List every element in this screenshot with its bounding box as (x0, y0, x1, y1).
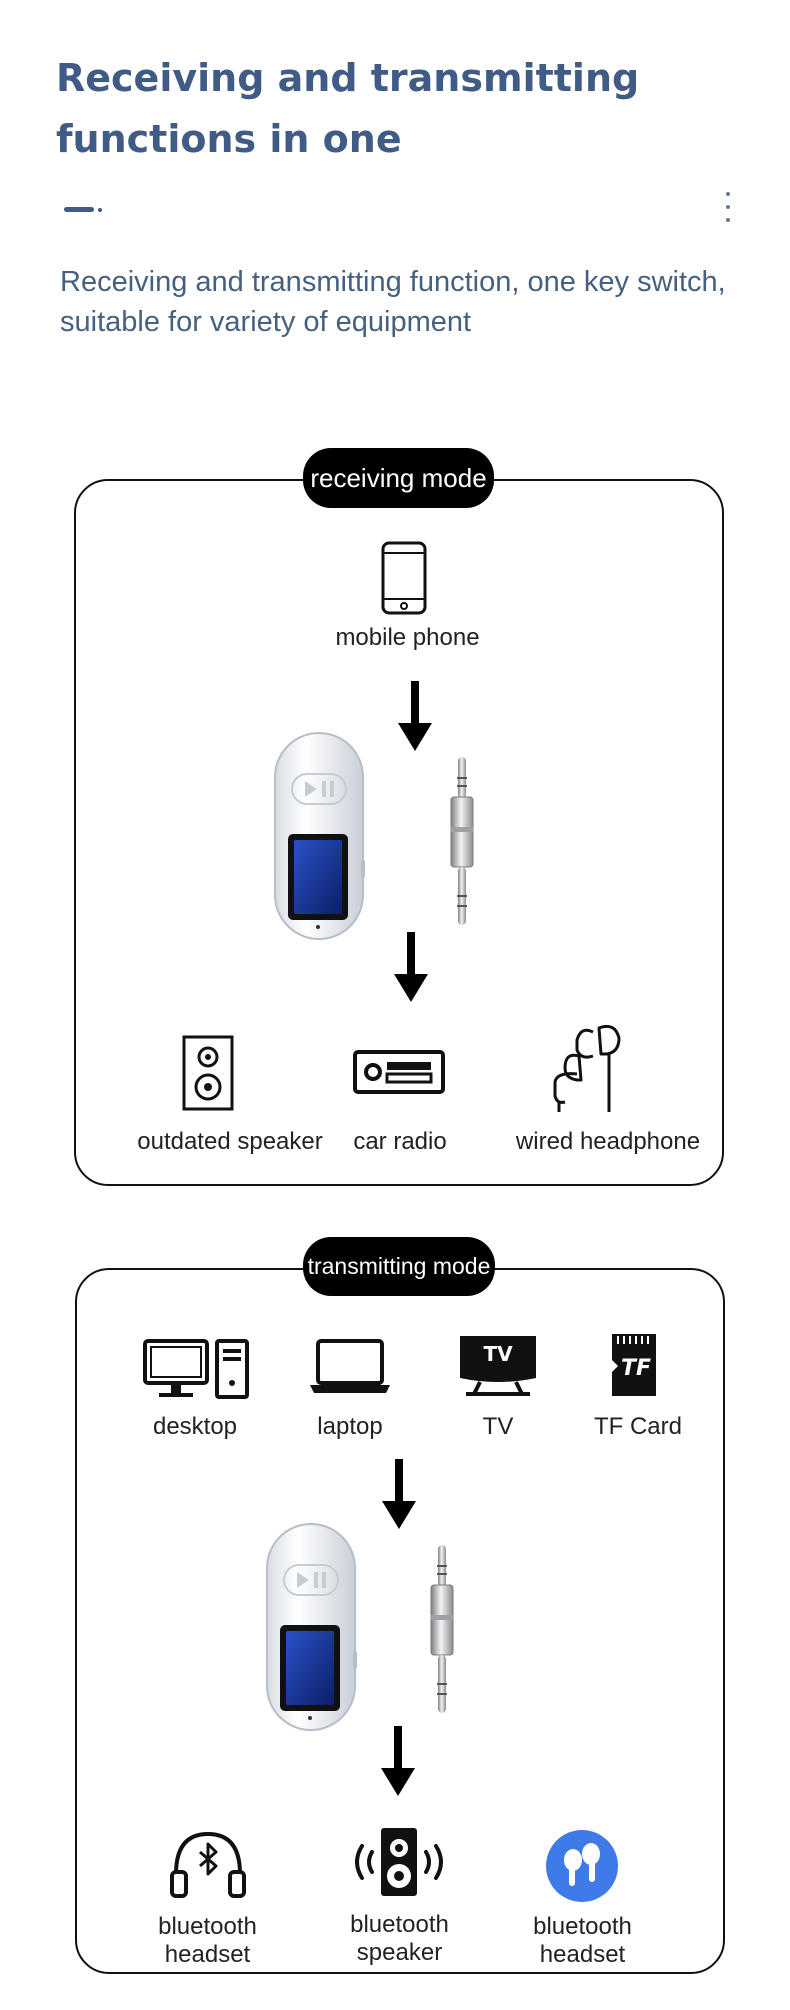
title-accent-dot (98, 208, 102, 212)
bluetooth-headset-label-1: bluetooth headset (130, 1913, 285, 1969)
page-subtitle: Receiving and transmitting function, one… (60, 266, 726, 338)
car-radio-label: car radio (353, 1128, 447, 1155)
bluetooth-speaker-icon (354, 1826, 444, 1898)
receiving-mode-badge: receiving mode (303, 448, 494, 508)
mobile-phone-label: mobile phone (335, 624, 480, 651)
title-line-2: functions in one (56, 117, 402, 161)
wired-headphone-icon (549, 1024, 625, 1114)
down-arrow-icon (394, 932, 428, 1002)
tf-card-label: TF Card (593, 1413, 682, 1440)
laptop-label: laptop (317, 1413, 383, 1440)
tv-badge: TV (483, 1342, 513, 1366)
down-arrow-icon (398, 681, 432, 751)
tf-card-icon (610, 1332, 658, 1398)
label-line: bluetooth (350, 1911, 449, 1938)
bluetooth-headset-label-2: bluetooth headset (505, 1913, 660, 1969)
more-options-icon[interactable] (722, 192, 734, 222)
down-arrow-icon (381, 1726, 415, 1796)
transmitting-mode-badge: transmitting mode (303, 1237, 495, 1296)
car-radio-icon (353, 1050, 445, 1094)
label-line: speaker (356, 1939, 443, 1966)
outdated-speaker-label: outdated speaker (137, 1128, 323, 1155)
bluetooth-speaker-label: bluetooth speaker (322, 1911, 477, 1967)
tf-card-badge: TF (620, 1356, 652, 1381)
down-arrow-icon (382, 1459, 416, 1529)
audio-jack-cable (448, 757, 476, 927)
bluetooth-adapter-device (264, 1521, 360, 1733)
tv-icon (458, 1334, 538, 1398)
bluetooth-headphones-icon (170, 1830, 246, 1900)
desktop-label: desktop (152, 1413, 238, 1440)
earbuds-icon (546, 1830, 618, 1902)
speaker-icon (182, 1035, 234, 1111)
label-line: bluetooth (158, 1913, 257, 1940)
title-accent-bar (64, 207, 94, 212)
page-title: Receiving and transmitting functions in … (56, 48, 656, 170)
laptop-icon (308, 1339, 392, 1395)
label-line: headset (539, 1941, 626, 1968)
label-line: headset (164, 1941, 251, 1968)
mobile-phone-icon (381, 541, 427, 615)
tv-label: TV (482, 1413, 514, 1440)
title-line-1: Receiving and transmitting (56, 56, 640, 100)
audio-jack-cable (428, 1545, 456, 1715)
wired-headphone-label: wired headphone (515, 1128, 701, 1155)
desktop-icon (143, 1339, 249, 1399)
label-line: bluetooth (533, 1913, 632, 1940)
bluetooth-adapter-device (272, 730, 368, 942)
